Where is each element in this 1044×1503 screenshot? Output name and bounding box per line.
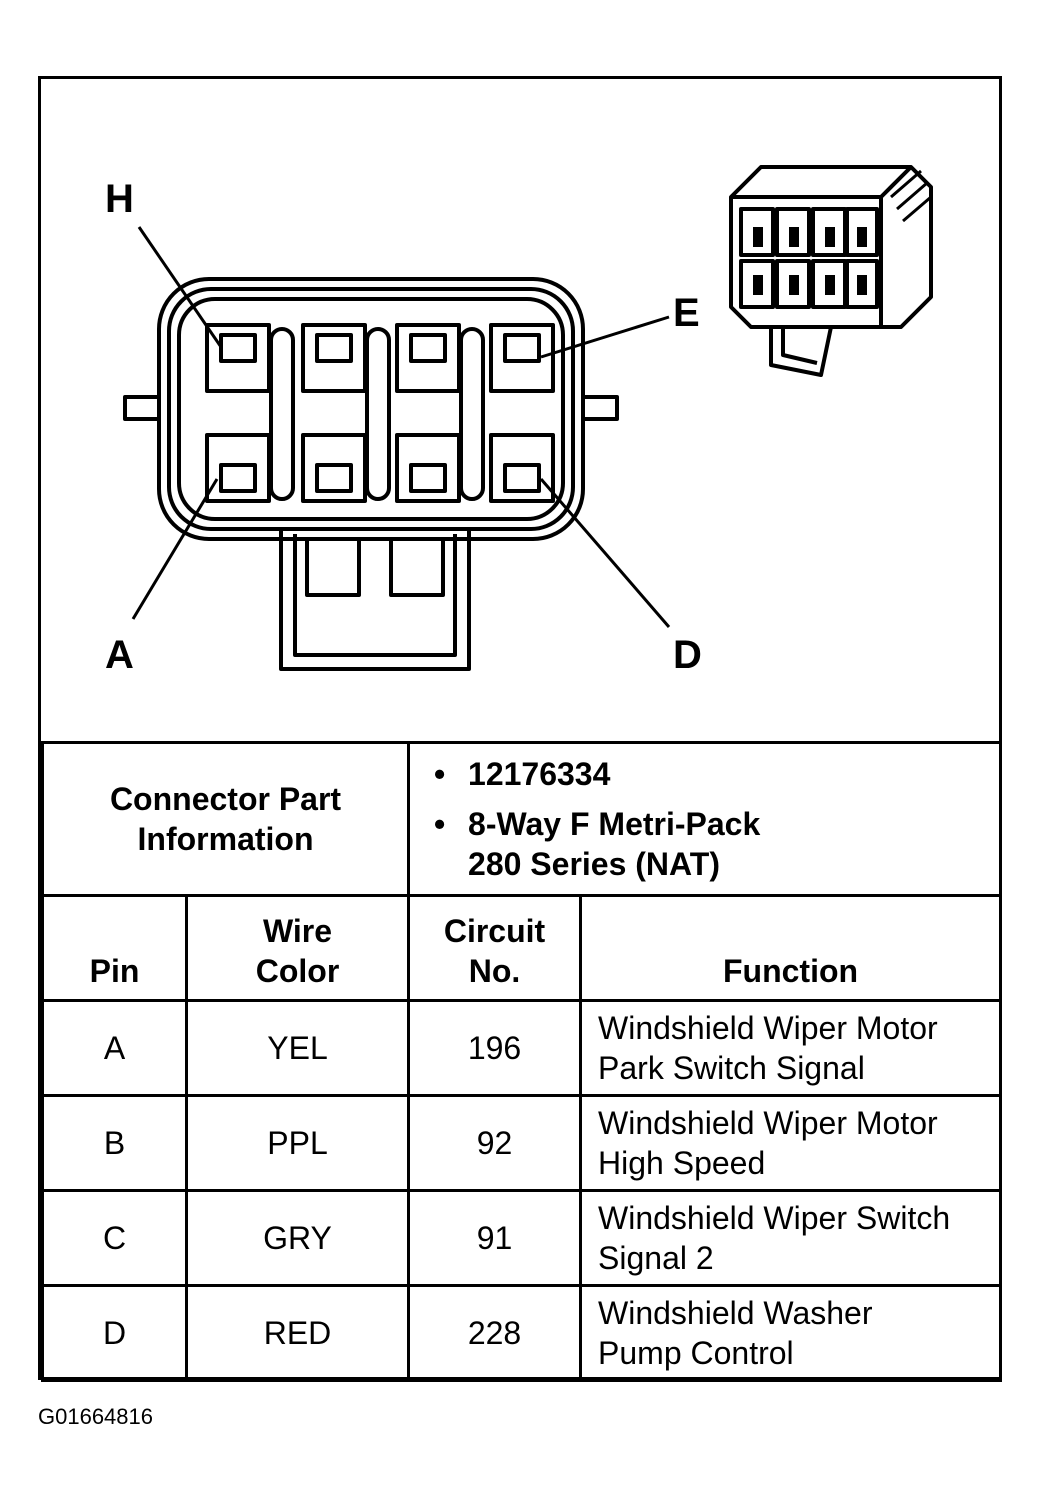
row-c-function: Windshield Wiper Switch Signal 2 [579,1189,1003,1287]
row-a-wire-color: YEL [184,999,411,1097]
header-circuit-line1: Circuit [443,913,546,949]
row-b-pin: B [41,1094,188,1192]
header-wire-color: Wire Color [184,894,411,1002]
header-circuit-no: Circuit No. [407,894,583,1002]
table-row: B PPL 92 Windshield Wiper Motor High Spe… [41,1094,1003,1192]
part-number: 12176334 [434,754,999,794]
connector-face-drawing [123,165,933,671]
leader-line-e [540,315,670,359]
connector-diagram: H E A D [41,79,999,741]
row-d-circuit: 228 [407,1284,583,1382]
row-a-function: Windshield Wiper Motor Park Switch Signa… [579,999,1003,1097]
divider-1 [269,327,295,501]
header-wire-color-line2: Color [255,953,340,989]
table-header-row: Pin Wire Color Circuit No. Function [41,894,1003,1002]
row-b-function: Windshield Wiper Motor High Speed [579,1094,1003,1192]
housing-tab-left [123,395,161,421]
header-function: Function [579,894,1003,1002]
leader-line-d [539,478,671,628]
row-c-function-line1: Windshield Wiper Switch [598,1200,951,1236]
housing-ring-2 [177,297,565,521]
cavity-row-bottom [205,433,555,503]
header-wire-color-line1: Wire [262,913,333,949]
row-d-function: Windshield Washer Pump Control [579,1284,1003,1382]
table-row: A YEL 196 Windshield Wiper Motor Park Sw… [41,999,1003,1097]
row-d-function-line2: Pump Control [598,1335,794,1371]
header-pin: Pin [41,894,188,1002]
connector-3d-illustration [729,165,933,377]
connector-figure-frame: H E A D Connector Part Information 12176… [38,76,1003,1382]
latch-block-left [305,537,361,597]
pin-label-a: A [105,633,134,677]
leader-line-h [137,226,223,348]
connector-part-info-values: 12176334 8-Way F Metri-Pack 280 Series (… [407,741,1003,897]
row-d-pin: D [41,1284,188,1382]
row-c-function-line2: Signal 2 [598,1240,714,1276]
pin-label-e: E [673,291,700,335]
connector-description-line2: 280 Series (NAT) [468,846,720,882]
row-b-wire-color: PPL [184,1094,411,1192]
row-b-circuit: 92 [407,1094,583,1192]
row-d-function-line1: Windshield Washer [598,1295,873,1331]
pin-label-d: D [673,633,702,677]
row-c-circuit: 91 [407,1189,583,1287]
figure-id: G01664816 [38,1404,153,1429]
connector-description: 8-Way F Metri-Pack 280 Series (NAT) [434,804,999,884]
leader-line-a [131,478,219,620]
latch-inner [293,534,457,657]
row-d-wire-color: RED [184,1284,411,1382]
housing-ring-1 [167,287,575,531]
row-b-function-line1: Windshield Wiper Motor [598,1105,938,1141]
table-row: C GRY 91 Windshield Wiper Switch Signal … [41,1189,1003,1287]
connector-part-info-label-line2: Information [137,821,314,857]
latch-outer [279,529,471,671]
cavity-row-top [205,323,555,393]
row-a-function-line2: Park Switch Signal [598,1050,865,1086]
row-a-circuit: 196 [407,999,583,1097]
row-a-pin: A [41,999,188,1097]
row-c-wire-color: GRY [184,1189,411,1287]
latch-block-right [389,537,445,597]
row-c-pin: C [41,1189,188,1287]
divider-2 [365,327,391,501]
housing-tab-right [581,395,619,421]
connector-part-info-label: Connector Part Information [40,741,411,897]
connector-part-info-label-line1: Connector Part [109,781,342,817]
row-a-function-line1: Windshield Wiper Motor [598,1010,938,1046]
connector-info-table: Connector Part Information 12176334 8-Wa… [40,741,1003,1382]
header-circuit-line2: No. [468,953,521,989]
table-row: D RED 228 Windshield Washer Pump Control [41,1284,1003,1382]
row-b-function-line2: High Speed [598,1145,766,1181]
connector-3d-shading [753,227,867,295]
connector-description-line1: 8-Way F Metri-Pack [468,806,761,842]
connector-part-info-row: Connector Part Information 12176334 8-Wa… [40,741,1003,897]
pin-label-h: H [105,177,134,221]
divider-3 [459,327,485,501]
